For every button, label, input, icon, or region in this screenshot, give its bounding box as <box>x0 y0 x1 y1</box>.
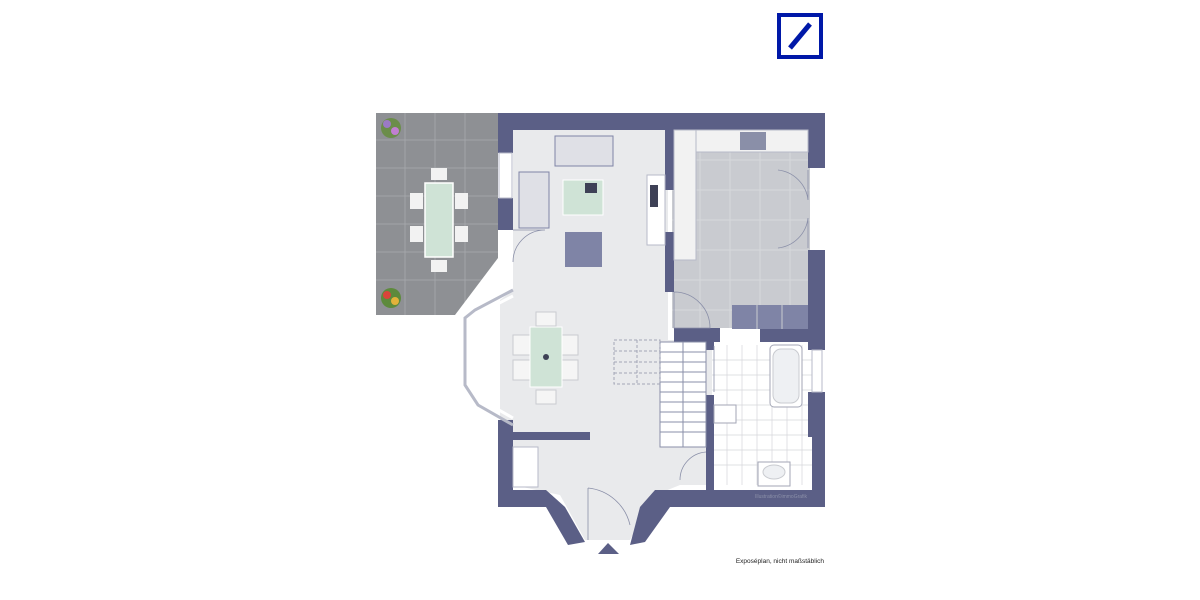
entrance-arrow-icon <box>598 543 619 554</box>
deutsche-bank-logo-icon <box>777 13 823 59</box>
bay-window <box>463 288 514 427</box>
plan-caption: Exposéplan, nicht maßstäblich <box>735 558 824 565</box>
kitchen-counter <box>673 129 809 329</box>
living-furniture <box>518 135 666 267</box>
walls <box>498 113 825 545</box>
illustration-credit: Illustration©immoGrafik <box>755 494 808 500</box>
terrace <box>376 113 498 315</box>
bathroom-fixtures <box>713 344 803 487</box>
door-swings <box>512 169 809 540</box>
terrace-dining-set <box>410 168 468 272</box>
dining-table <box>512 311 579 405</box>
staircase-upper-outline <box>613 339 661 385</box>
windows <box>498 152 823 488</box>
staircase <box>659 341 707 448</box>
